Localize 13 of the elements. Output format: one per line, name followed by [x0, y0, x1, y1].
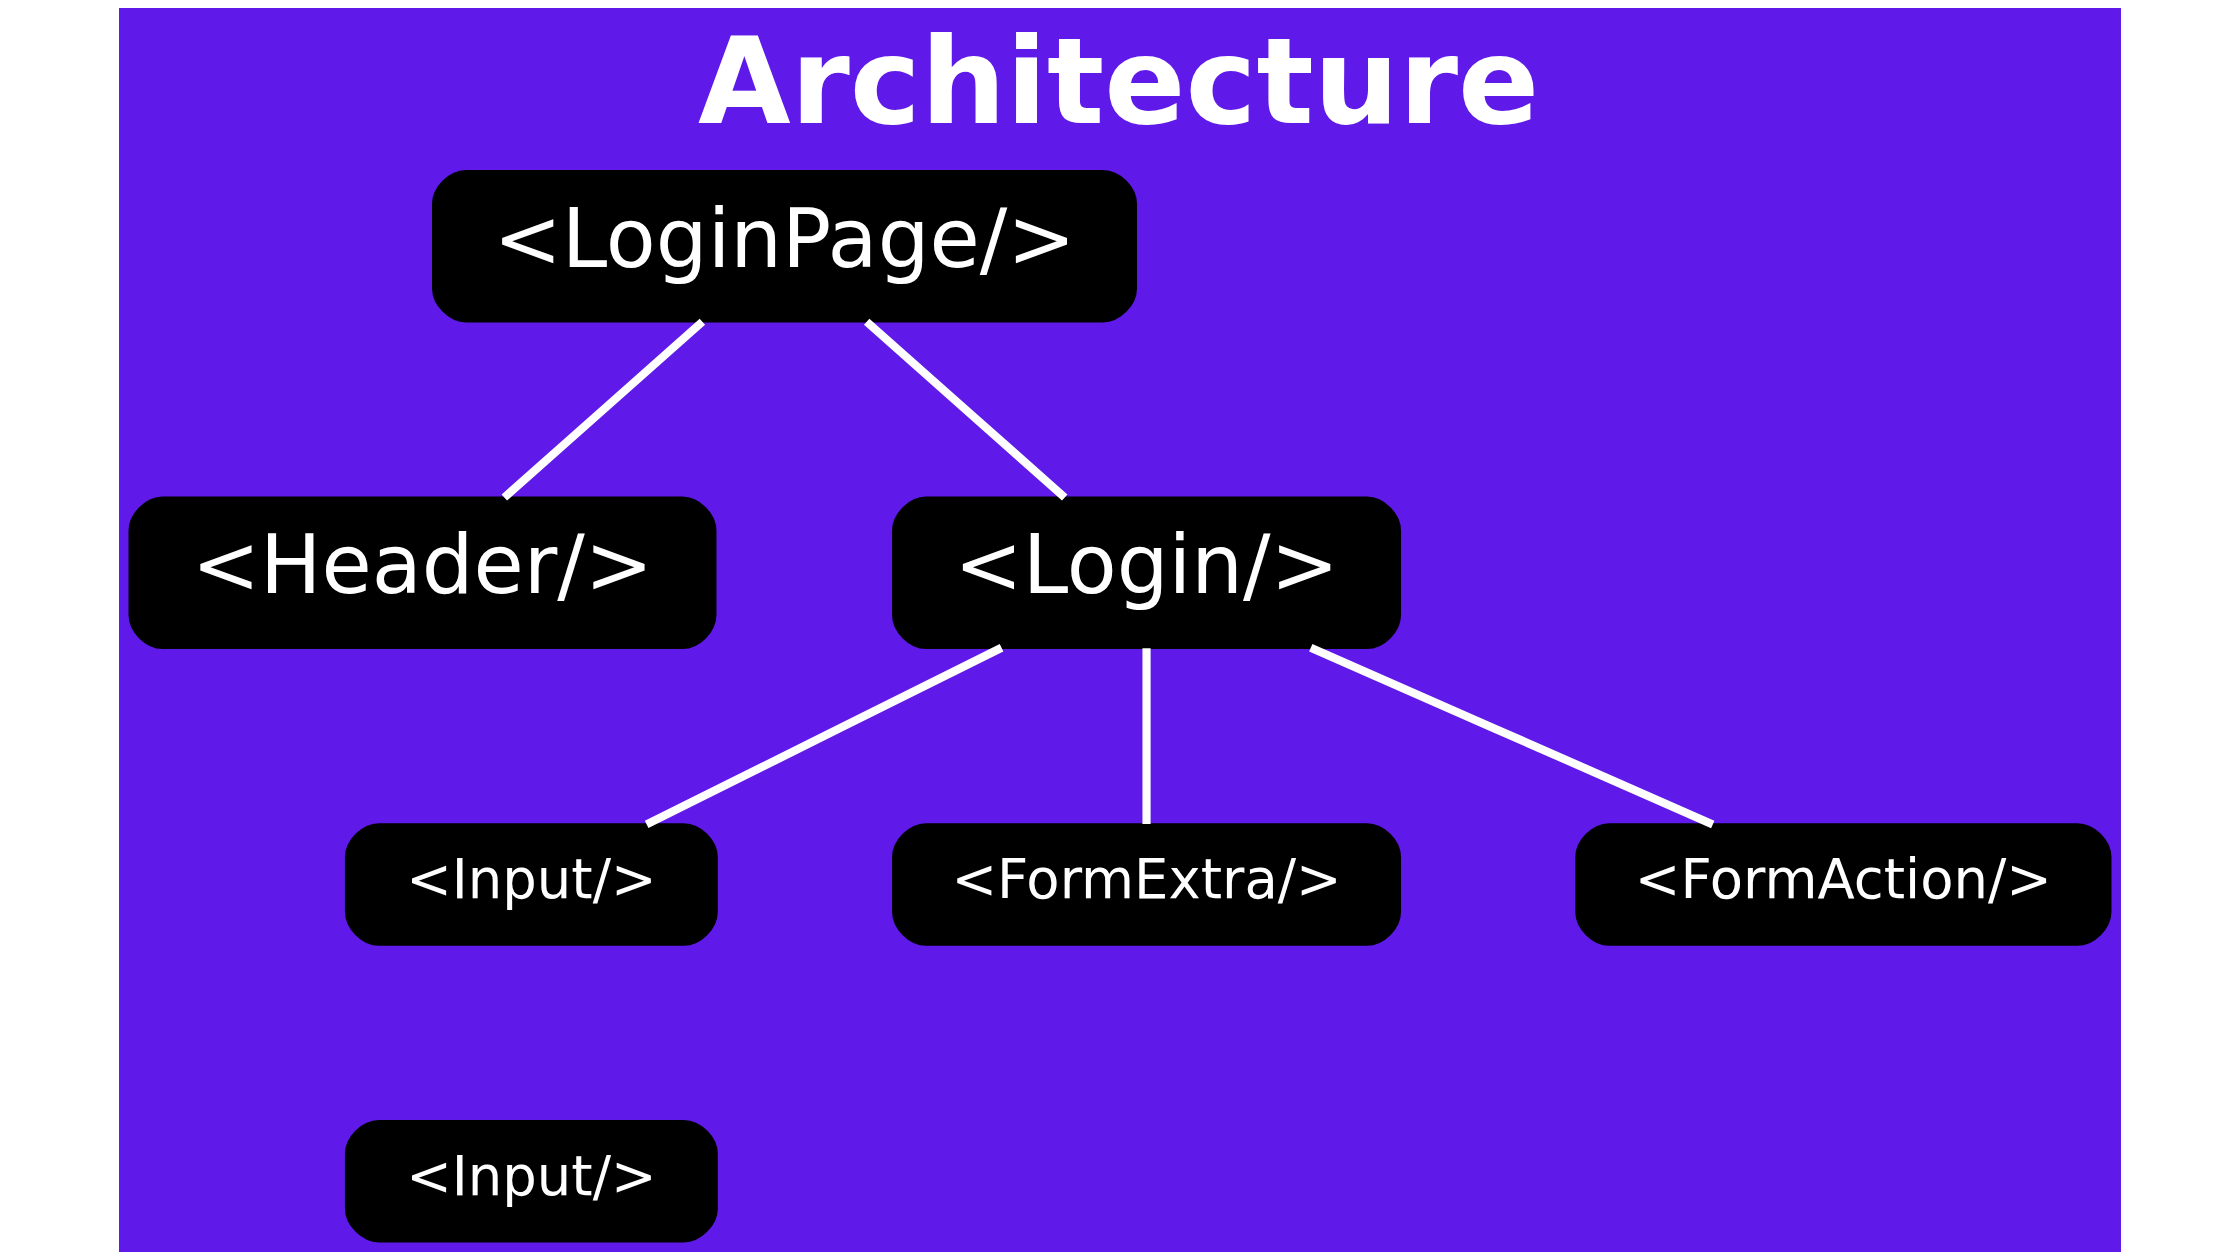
connector: [1142, 648, 1151, 825]
node-box: <FormExtra/>: [892, 823, 1402, 946]
connector: [1309, 644, 1715, 829]
node-box: <FormAction/>: [1575, 823, 2112, 946]
connector: [863, 318, 1068, 501]
node-box: <Input/>: [344, 823, 718, 946]
connector: [644, 644, 1004, 829]
node-box: <Header/>: [128, 496, 717, 650]
node-box: <LoginPage/>: [432, 170, 1137, 323]
connector: [501, 318, 706, 501]
node-box: <Login/>: [892, 496, 1402, 650]
diagram-title: Architecture: [698, 11, 1540, 151]
node-box: <Input/>: [344, 1119, 718, 1243]
